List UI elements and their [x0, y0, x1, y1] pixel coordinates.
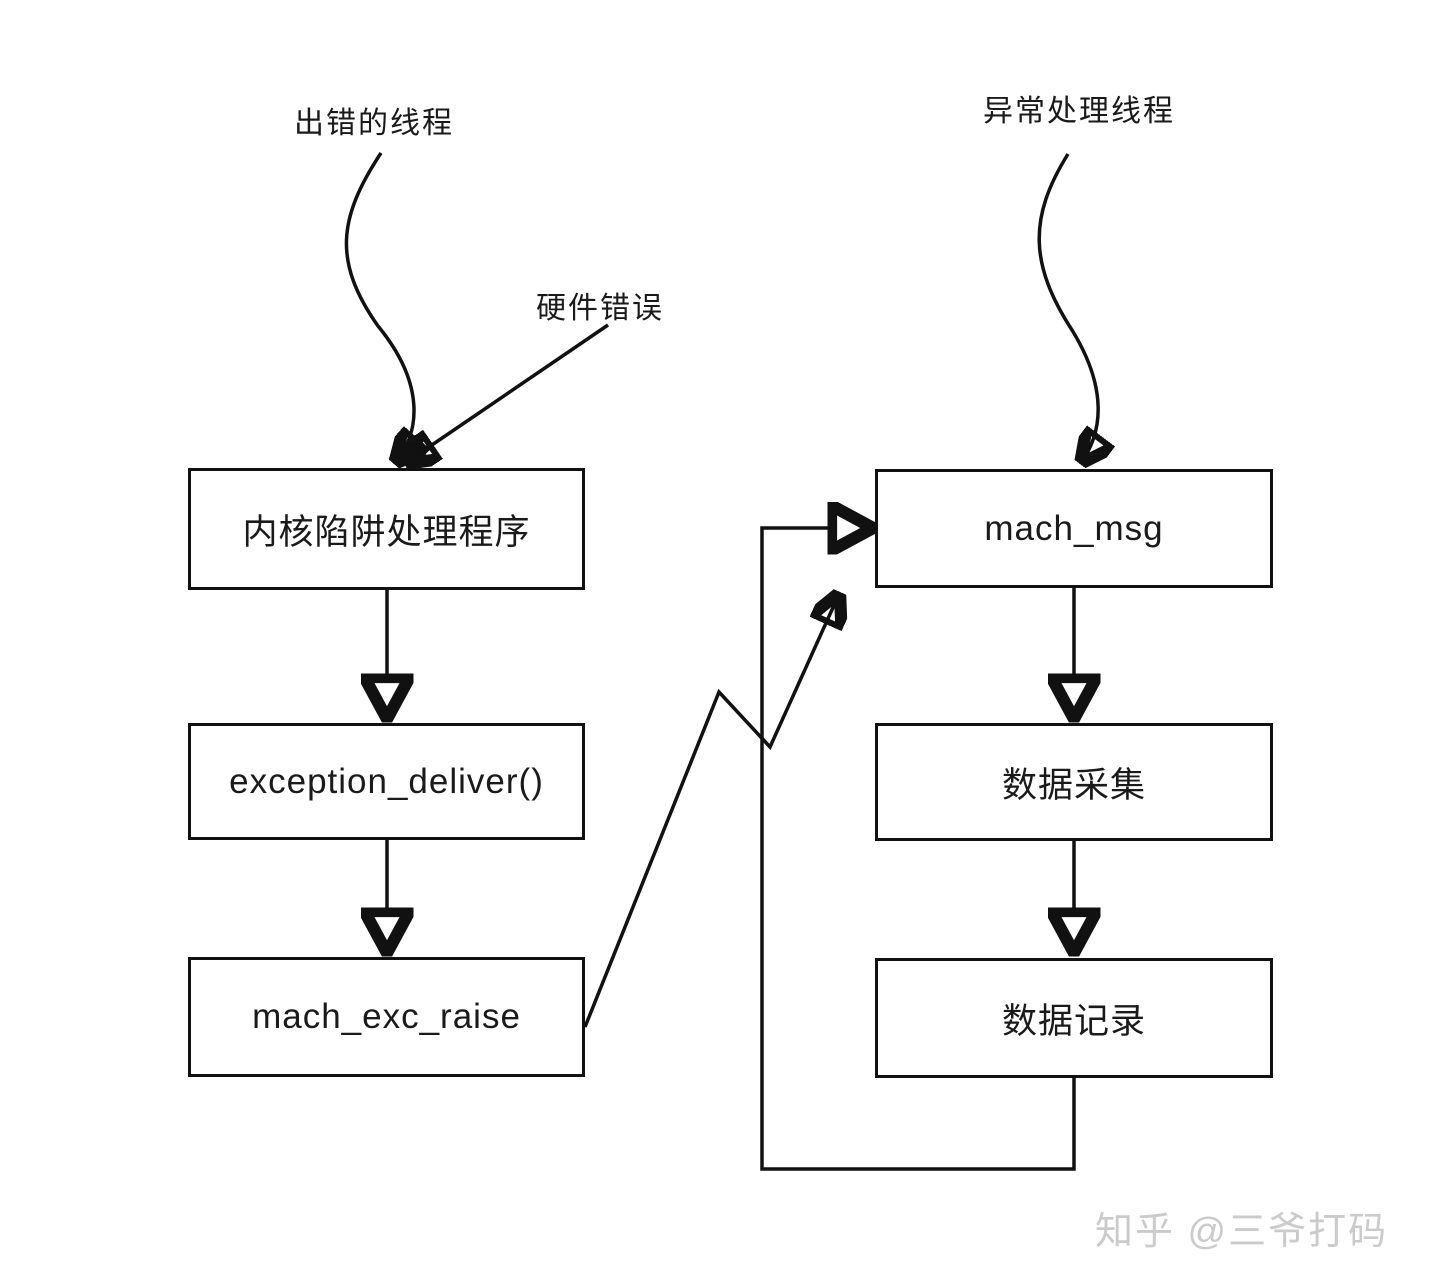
exception-thread-squiggle-arrow [1037, 153, 1098, 464]
node-exception-deliver: exception_deliver() [188, 723, 585, 840]
faulting-thread-squiggle-arrow [344, 152, 414, 464]
node-data-collection: 数据采集 [875, 723, 1273, 841]
faulting-thread-label: 出错的线程 [294, 107, 454, 140]
node-kernel-trap-handler: 内核陷阱处理程序 [188, 468, 585, 590]
node-mach-exc-raise: mach_exc_raise [188, 957, 585, 1077]
arrow-mach-exc-raise-to-mach-msg [583, 592, 840, 1028]
node-mach-msg: mach_msg [875, 469, 1273, 588]
loopback-data-recording-to-mach-msg [760, 528, 1076, 1171]
hardware-error-arrow [404, 323, 609, 464]
hardware-error-label: 硬件错误 [536, 292, 664, 325]
exception-thread-label: 异常处理线程 [983, 95, 1175, 128]
zhihu-watermark: 知乎 @三爷打码 [1095, 1211, 1389, 1253]
node-data-recording: 数据记录 [875, 958, 1273, 1078]
